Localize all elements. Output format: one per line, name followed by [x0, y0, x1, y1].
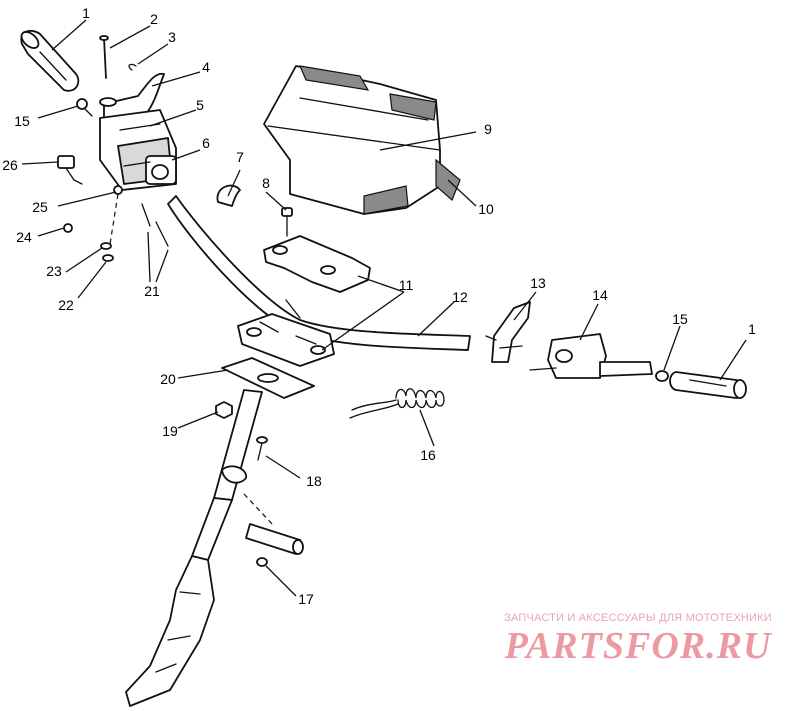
callout-25: 25 — [32, 199, 48, 215]
small-screw — [63, 223, 73, 233]
callout-19: 19 — [162, 423, 178, 439]
callout-10: 10 — [478, 201, 494, 217]
clamp-bolt — [281, 207, 293, 237]
callout-24: 24 — [16, 229, 32, 245]
right-handlebar-grip — [669, 371, 747, 399]
instrument-pod-cover — [263, 65, 461, 215]
steering-mount-plate — [221, 357, 315, 399]
right-grip-screw — [655, 370, 669, 382]
plate-nut — [215, 401, 233, 419]
left-handlebar-grip — [20, 29, 80, 92]
callout-1-left: 1 — [82, 5, 90, 21]
throttle-control-housing — [99, 72, 177, 191]
callout-26: 26 — [2, 157, 18, 173]
callout-5: 5 — [196, 97, 204, 113]
bushing-tube — [243, 493, 304, 555]
callout-15-left: 15 — [14, 113, 30, 129]
callout-23: 23 — [46, 263, 62, 279]
callout-8: 8 — [262, 175, 270, 191]
callout-17: 17 — [298, 591, 314, 607]
pivot-pin — [99, 35, 109, 79]
callout-7: 7 — [236, 149, 244, 165]
callout-21: 21 — [144, 283, 160, 299]
lower-handlebar-clamp — [237, 313, 335, 367]
housing-bolts — [141, 203, 169, 247]
callout-1-right: 1 — [748, 321, 756, 337]
callout-16: 16 — [420, 447, 436, 463]
watermark-tagline: ЗАПЧАСТИ И АКСЕССУАРЫ ДЛЯ МОТОТЕХНИКИ — [504, 612, 772, 624]
brake-control-housing — [529, 333, 653, 379]
coiled-wire-harness — [349, 388, 445, 419]
callout-3: 3 — [168, 29, 176, 45]
leader-lines — [21, 19, 747, 597]
callout-20: 20 — [160, 371, 176, 387]
handlebar — [167, 195, 471, 351]
callout-18: 18 — [306, 473, 322, 489]
callout-22: 22 — [58, 297, 74, 313]
lock-washer — [100, 242, 112, 250]
callout-4: 4 — [202, 59, 210, 75]
callout-11: 11 — [399, 277, 414, 293]
callout-14: 14 — [592, 287, 608, 303]
left-grip-screw — [76, 98, 93, 117]
callout-13: 13 — [530, 275, 546, 291]
column-screw — [256, 436, 268, 461]
lever-bracket — [485, 301, 531, 363]
callout-9: 9 — [484, 121, 492, 137]
steering-column — [125, 389, 263, 707]
callout-15-right: 15 — [672, 311, 688, 327]
upper-handlebar-clamp — [263, 235, 371, 293]
flat-washer — [102, 254, 114, 262]
callout-2: 2 — [150, 11, 158, 27]
bushing-nut — [256, 557, 268, 567]
callout-12: 12 — [452, 289, 468, 305]
callout-6: 6 — [202, 135, 210, 151]
watermark-site-logo: PARTSFOR.RU — [504, 625, 772, 667]
retaining-clip — [128, 63, 137, 71]
kill-switch — [57, 155, 83, 185]
